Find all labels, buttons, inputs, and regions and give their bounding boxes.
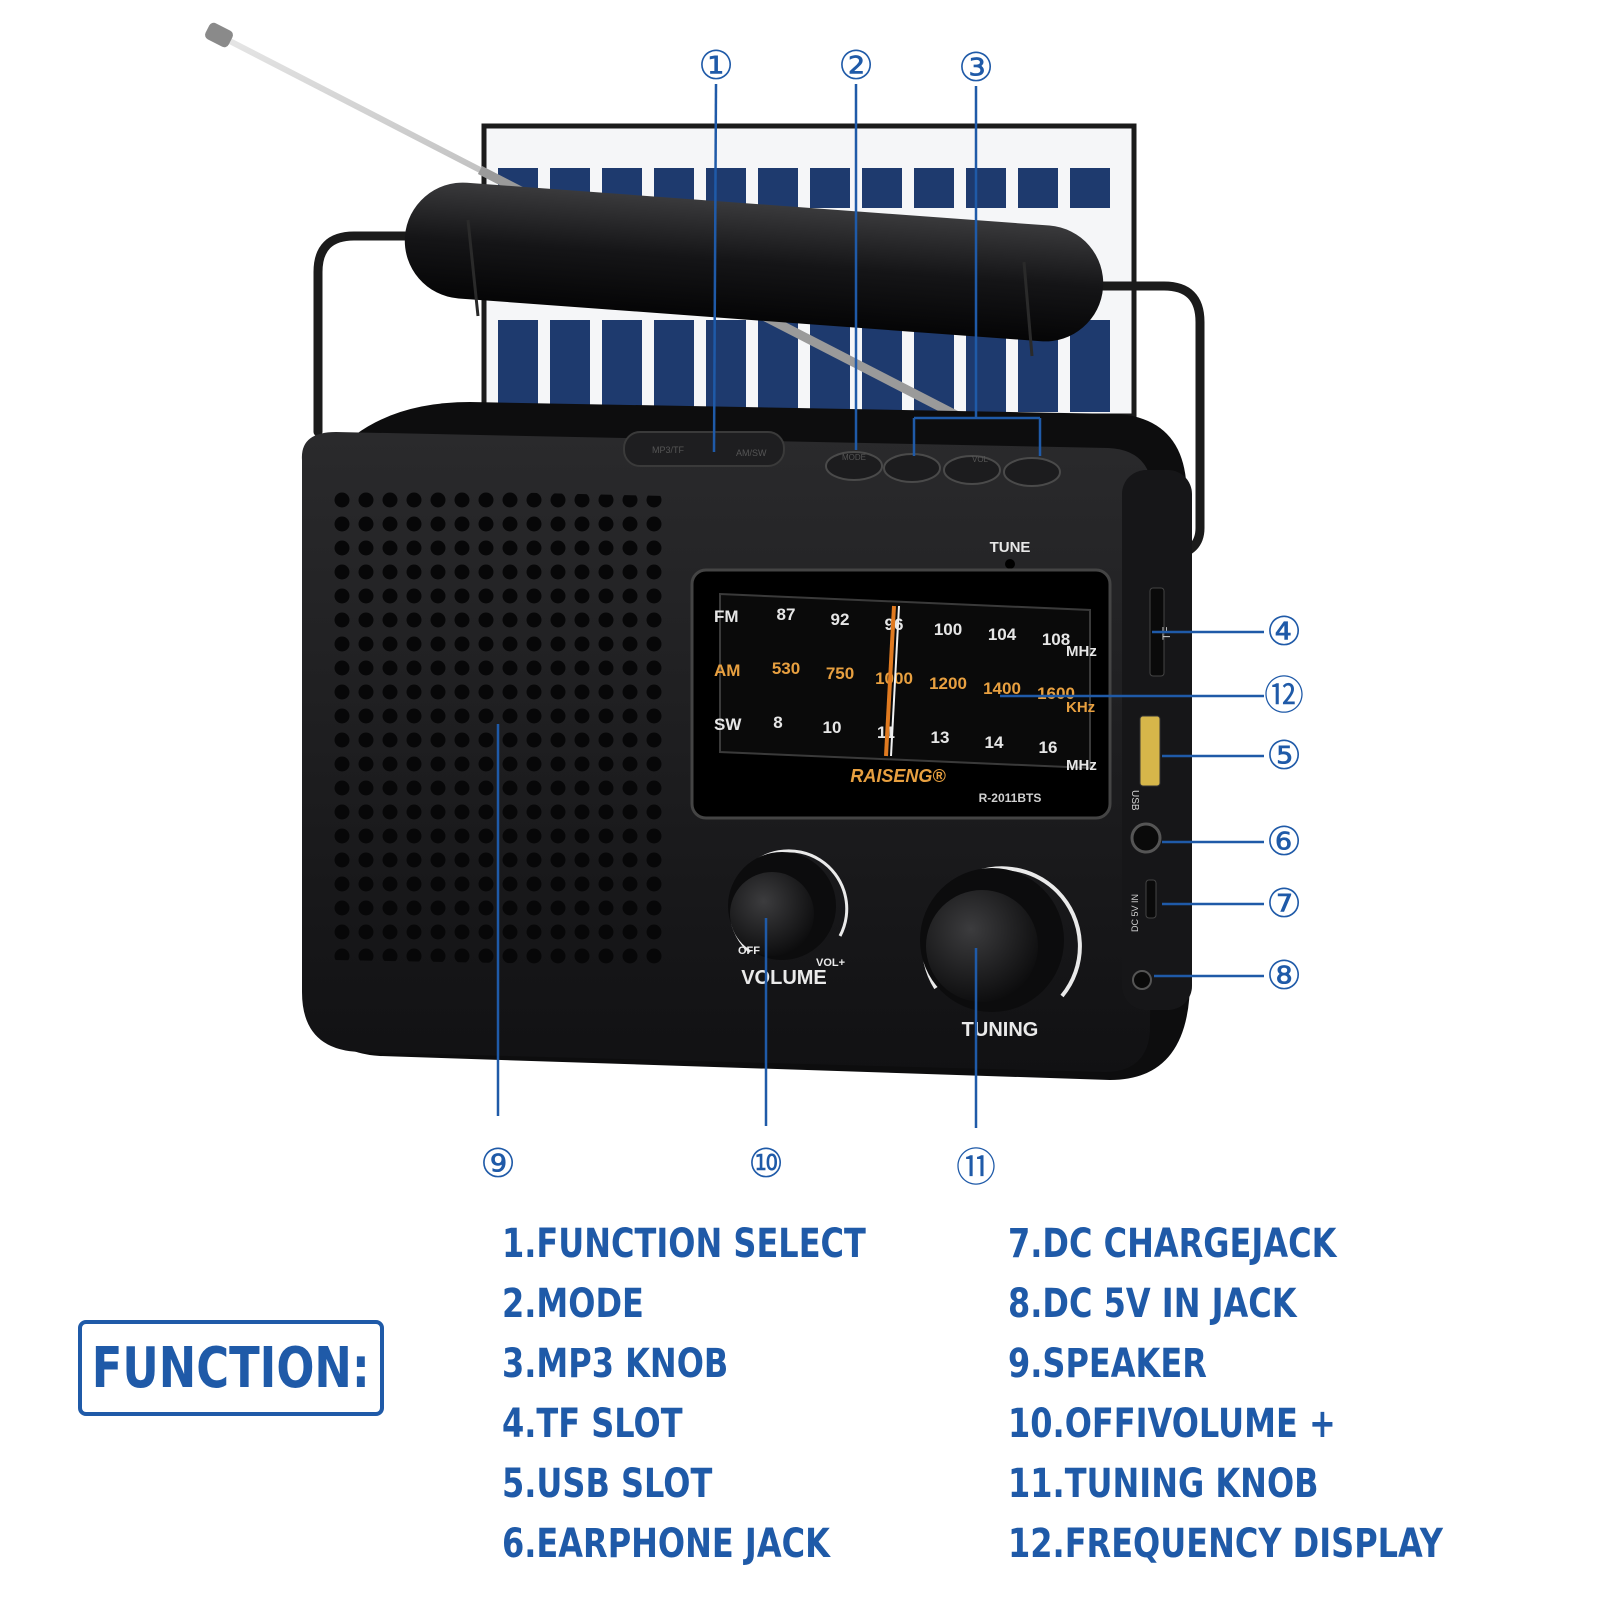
legend-item: 12.FREQUENCY DISPLAY	[1008, 1521, 1443, 1567]
callout-number: ④	[1266, 609, 1302, 655]
legend-item: 3.MP3 KNOB	[502, 1341, 729, 1387]
legend-item: 4.TF SLOT	[502, 1401, 683, 1447]
mode-button-label: MODE	[842, 453, 866, 462]
solar-cell	[758, 168, 798, 208]
dial-tick-label: 1600	[1037, 684, 1075, 703]
callout-number: ①	[698, 43, 734, 89]
solar-cell	[914, 168, 954, 208]
volume-plus-label: VOL+	[816, 957, 845, 969]
legend-item: 1.FUNCTION SELECT	[502, 1221, 866, 1267]
carry-handle	[404, 182, 1104, 357]
legend-item: 5.USB SLOT	[502, 1461, 713, 1507]
earphone-jack[interactable]	[1130, 822, 1162, 854]
solar-cell	[810, 168, 850, 208]
dial-tick-label: 100	[934, 620, 962, 639]
solar-cell	[810, 320, 850, 412]
dial-tick-label: 10	[823, 718, 842, 737]
leader-line	[712, 83, 718, 453]
solar-cell	[706, 320, 746, 412]
am-unit: KHz	[1066, 699, 1095, 716]
fm-unit: MHz	[1066, 643, 1097, 660]
usb-slot-label: USB	[1129, 790, 1140, 811]
tuning-knob[interactable]: TUNING	[920, 866, 1082, 1041]
solar-cell	[654, 320, 694, 412]
usb-slot[interactable]	[1139, 715, 1161, 787]
mp3-prev-button[interactable]	[883, 453, 941, 483]
sw-unit: MHz	[1066, 757, 1097, 774]
dial-tick-label: 108	[1042, 630, 1070, 649]
tune-label: TUNE	[990, 539, 1031, 556]
callout-number: ②	[838, 43, 874, 89]
leader-line	[912, 86, 1042, 456]
callout-number: ⑩	[748, 1141, 784, 1187]
volume-knob[interactable]: OFF VOL+ VOLUME	[728, 849, 849, 989]
dc-in-label: DC 5V IN	[1130, 894, 1140, 932]
volume-off-label: OFF	[738, 945, 760, 957]
tuning-needle	[884, 605, 896, 757]
callout-number: ⑥	[1266, 819, 1302, 865]
callout-number: ⑤	[1266, 733, 1302, 779]
mp3-play-button[interactable]	[943, 455, 1001, 485]
dial-tick-label: 530	[772, 659, 800, 678]
dial-tick-label: 8	[773, 713, 782, 732]
dial-tick-label: 13	[931, 728, 950, 747]
dial-tick-label: 16	[1039, 738, 1058, 757]
callout-number: ⑫	[1264, 673, 1304, 719]
function-title: FUNCTION:	[91, 1335, 371, 1401]
fm-band-label: FM	[714, 607, 739, 626]
side-ports: TF USB DC 5V IN	[1129, 587, 1173, 990]
solar-cell	[1070, 320, 1110, 412]
function-title-box: FUNCTION:	[78, 1320, 384, 1416]
legend-item: 10.OFFIVOLUME +	[1008, 1401, 1336, 1447]
dial-tick-label: 1000	[875, 669, 913, 688]
legend-item: 7.DC CHARGEJACK	[1008, 1221, 1337, 1267]
solar-cell	[758, 320, 798, 412]
frequency-dial: FM AM SW 8792961001041085307501000120014…	[690, 568, 1112, 820]
tuning-label: TUNING	[962, 1019, 1039, 1041]
legend-right: 7.DC CHARGEJACK 8.DC 5V IN JACK 9.SPEAKE…	[1008, 1214, 1443, 1574]
model-number: R-2011BTS	[979, 791, 1042, 805]
mp3-next-button[interactable]	[1003, 457, 1061, 487]
dial-tick-label: 1400	[983, 679, 1021, 698]
legend-item: 11.TUNING KNOB	[1008, 1461, 1319, 1507]
am-sw-label: AM/SW	[736, 448, 767, 458]
mp3-vol-label: VOL	[972, 455, 989, 464]
solar-cell	[1070, 168, 1110, 208]
solar-cell	[862, 168, 902, 208]
mode-button[interactable]	[825, 451, 883, 481]
dc-charge-jack[interactable]	[1145, 879, 1157, 919]
callout-number: ⑦	[1266, 881, 1302, 927]
function-switch-label: MP3/TF	[652, 445, 685, 455]
legend-item: 6.EARPHONE JACK	[502, 1521, 830, 1567]
dial-tick-label: 87	[777, 605, 796, 624]
callout-leaders	[496, 83, 1264, 1128]
solar-cell	[966, 168, 1006, 208]
dial-tick-label: 750	[826, 664, 854, 683]
volume-label: VOLUME	[741, 967, 827, 989]
solar-cell	[550, 320, 590, 412]
callout-number: ⑧	[1266, 953, 1302, 999]
legend-left: 1.FUNCTION SELECT 2.MODE 3.MP3 KNOB 4.TF…	[502, 1214, 866, 1574]
solar-cell	[602, 320, 642, 412]
callout-number: ⑪	[956, 1145, 996, 1191]
solar-cell	[498, 320, 538, 412]
legend-item: 8.DC 5V IN JACK	[1008, 1281, 1297, 1327]
brand-logo: RAISENG®	[850, 766, 946, 786]
dial-tick-label: 92	[831, 610, 850, 629]
callout-number: ③	[958, 45, 994, 91]
callout-number: ⑨	[480, 1141, 516, 1187]
dial-tick-label: 1200	[929, 674, 967, 693]
dc-5v-jack[interactable]	[1132, 970, 1152, 990]
tune-led	[1005, 559, 1015, 569]
sw-band-label: SW	[714, 715, 742, 734]
dial-tick-label: 14	[985, 733, 1004, 752]
top-controls: MP3/TF AM/SW MODE VOL	[623, 431, 1061, 487]
legend-item: 9.SPEAKER	[1008, 1341, 1207, 1387]
solar-cell	[1018, 168, 1058, 208]
dial-tick-label: 104	[988, 625, 1017, 644]
am-band-label: AM	[714, 661, 740, 680]
function-select-switch[interactable]	[623, 431, 785, 467]
legend-item: 2.MODE	[502, 1281, 644, 1327]
